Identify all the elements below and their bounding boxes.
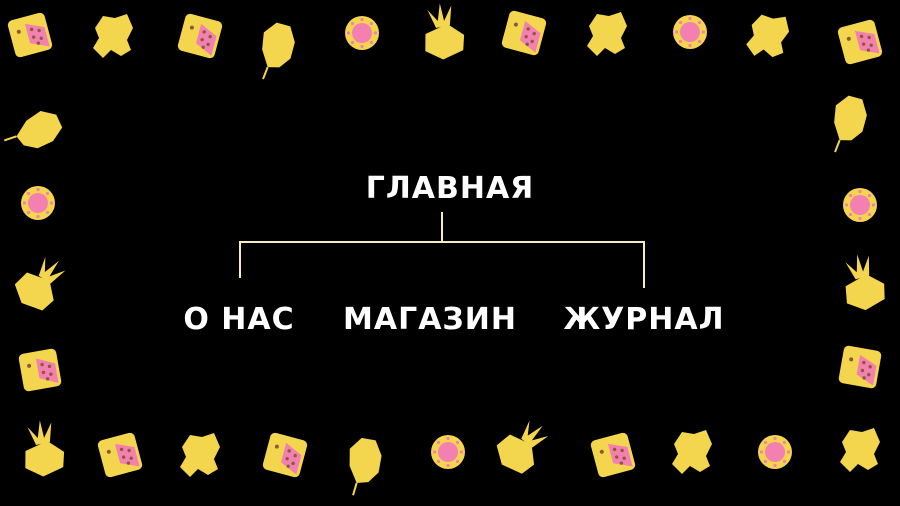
leaf-icon xyxy=(349,437,382,496)
pineapple-icon xyxy=(496,420,549,474)
poker-chip-icon xyxy=(21,186,55,220)
pineapple-icon xyxy=(14,256,66,311)
dice-icon xyxy=(590,432,636,478)
dice-icon xyxy=(177,13,223,59)
broccoli-icon xyxy=(840,428,880,472)
broccoli-icon xyxy=(672,430,712,474)
dice-icon xyxy=(838,345,882,389)
poker-chip-icon xyxy=(673,15,707,49)
poker-chip-icon xyxy=(843,188,877,222)
leaf-icon xyxy=(3,111,63,149)
poker-chip-icon xyxy=(431,435,465,469)
broccoli-icon xyxy=(746,14,790,58)
pineapple-icon xyxy=(25,420,65,477)
pineapple-icon xyxy=(845,254,885,311)
poker-chip-icon xyxy=(345,16,379,50)
broccoli-icon xyxy=(180,433,220,477)
dice-icon xyxy=(97,432,143,478)
dice-icon xyxy=(18,348,62,392)
dice-icon xyxy=(837,19,883,65)
broccoli-icon xyxy=(93,14,133,58)
child-node-journal: ЖУРНАЛ xyxy=(563,302,725,337)
leaf-icon xyxy=(262,22,295,80)
pineapple-icon xyxy=(425,3,465,60)
poker-chip-icon xyxy=(758,435,792,469)
dice-icon xyxy=(262,432,308,478)
broccoli-icon xyxy=(587,12,627,56)
dice-icon xyxy=(7,12,53,58)
child-node-shop: МАГАЗИН xyxy=(343,302,517,337)
dice-icon xyxy=(501,10,547,56)
child-node-about: О НАС xyxy=(183,302,295,337)
root-node-label: ГЛАВНАЯ xyxy=(365,171,535,206)
leaf-icon xyxy=(834,95,867,153)
